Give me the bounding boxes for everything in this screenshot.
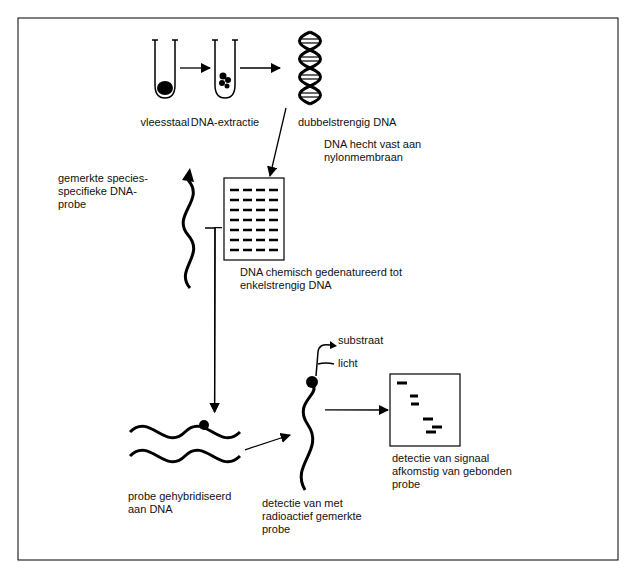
step-caption: DNA chemisch gedenatureerd tot enkelstre…	[240, 266, 430, 292]
flow-arrow	[325, 409, 388, 410]
flow-arrow	[205, 228, 215, 412]
diagram-step: detectie van signaal afkomstig van gebon…	[388, 372, 462, 448]
test-tube	[152, 40, 178, 98]
diagram-step: detectie van met radioactief gemerkte pr…	[290, 378, 325, 492]
diagram-step: vleesstaal	[150, 36, 180, 100]
step-caption: detectie van signaal afkomstig van gebon…	[392, 452, 520, 492]
hybridized-dna	[130, 426, 240, 462]
flow-arrow	[180, 67, 210, 68]
diagram-step: DNA chemisch gedenatureerd tot enkelstre…	[222, 176, 286, 262]
labelled-probe	[301, 341, 337, 490]
dna-clump	[219, 73, 231, 89]
flow-arrow	[240, 67, 280, 68]
diagram-step: dubbelstrengig DNA	[280, 28, 340, 108]
annotation-label: substraat	[338, 334, 383, 347]
sample-blob	[157, 81, 173, 95]
test-tube	[212, 40, 238, 98]
nylon-membrane	[224, 178, 284, 260]
flow-arrow	[245, 435, 290, 450]
step-caption: detectie van met radioactief gemerkte pr…	[262, 497, 372, 537]
annotation-label: licht	[338, 357, 358, 370]
autoradiograph	[390, 374, 460, 446]
dna-helix	[300, 32, 321, 104]
step-caption: dubbelstrengig DNA	[298, 116, 418, 129]
diagram-step: probe gehybridiseerd aan DNA	[128, 412, 245, 482]
step-caption: probe gehybridiseerd aan DNA	[128, 490, 248, 516]
diagram-step: DNA-extractie	[210, 36, 240, 100]
flow-arrow	[215, 228, 222, 412]
dna-probe	[182, 168, 194, 288]
edge-label: DNA hecht vast aan nylonmembraan	[322, 138, 476, 164]
frame-border	[18, 18, 618, 560]
diagram-step: gemerkte species-specifieke DNA-probe	[168, 166, 205, 290]
step-caption: DNA-extractie	[180, 116, 270, 129]
step-caption: gemerkte species-specifieke DNA-probe	[58, 172, 164, 212]
probe-label-dot	[199, 420, 209, 430]
flow-arrow	[270, 108, 286, 176]
